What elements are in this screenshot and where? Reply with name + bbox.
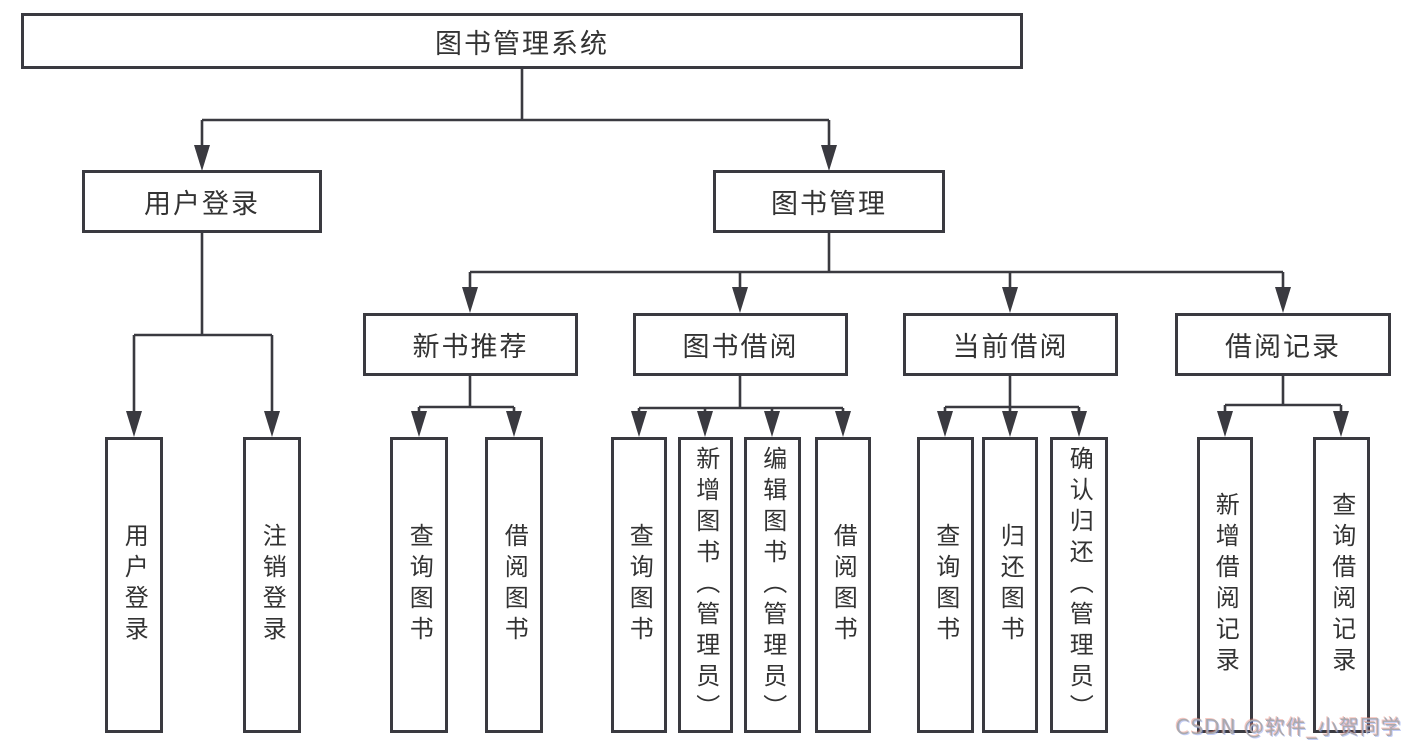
node-library-management-system: 图书管理系统: [21, 13, 1023, 69]
arrowhead-icon: [821, 145, 837, 171]
leaf-confirm-return-admin: 确认归还（管理员）: [1050, 437, 1108, 733]
node-label: 借阅记录: [1225, 332, 1341, 363]
node-label: 确认归还（管理员）: [1065, 445, 1094, 725]
node-label: 查询借阅记录: [1327, 492, 1356, 678]
arrowhead-icon: [462, 287, 478, 313]
leaf-user-login: 用户登录: [105, 437, 163, 733]
edge-root-to-level2: [194, 69, 837, 171]
edge-borrow-record-to-leaves: [1217, 376, 1349, 437]
leaf-borrow-books-recommend: 借阅图书: [485, 437, 543, 733]
node-book-borrowing: 图书借阅: [633, 313, 848, 376]
edge-book-mgmt-to-level3: [462, 233, 1291, 313]
node-label: 查询图书: [405, 523, 434, 647]
arrowhead-icon: [764, 411, 780, 437]
arrowhead-icon: [264, 411, 280, 437]
arrowhead-icon: [506, 411, 522, 437]
node-label: 图书借阅: [682, 332, 799, 363]
node-label: 查询图书: [931, 523, 960, 647]
arrowhead-icon: [194, 145, 210, 171]
arrowhead-icon: [697, 411, 713, 437]
arrowhead-icon: [835, 411, 851, 437]
arrowhead-icon: [1002, 411, 1018, 437]
node-label: 借阅图书: [500, 523, 529, 647]
node-label: 查询图书: [625, 523, 654, 647]
node-label: 注销登录: [258, 523, 287, 647]
leaf-query-books-current: 查询图书: [917, 437, 974, 733]
node-label: 编辑图书（管理员）: [758, 445, 787, 725]
node-label: 图书管理系统: [435, 28, 609, 60]
node-label: 归还图书: [996, 523, 1025, 647]
node-label: 新增图书（管理员）: [691, 445, 720, 725]
node-label: 新书推荐: [412, 332, 529, 363]
node-book-management: 图书管理: [713, 170, 945, 233]
csdn-watermark: CSDN @软件_小贺同学: [1175, 715, 1402, 739]
edge-current-borrow-to-leaves: [937, 376, 1087, 437]
node-label: 当前借阅: [952, 332, 1069, 363]
arrowhead-icon: [1333, 411, 1349, 437]
node-label: 用户登录: [120, 523, 149, 647]
node-user-login: 用户登录: [82, 170, 322, 233]
leaf-query-books-borrowing: 查询图书: [611, 437, 667, 733]
leaf-borrow-books: 借阅图书: [815, 437, 871, 733]
node-label: 用户登录: [144, 189, 260, 220]
leaf-query-books-recommend: 查询图书: [390, 437, 448, 733]
arrowhead-icon: [1002, 287, 1018, 313]
node-label: 借阅图书: [829, 523, 858, 647]
leaf-logout: 注销登录: [243, 437, 301, 733]
arrowhead-icon: [1275, 287, 1291, 313]
leaf-add-books-admin: 新增图书（管理员）: [678, 437, 733, 733]
leaf-query-borrow-record: 查询借阅记录: [1313, 437, 1370, 733]
arrowhead-icon: [411, 411, 427, 437]
arrowhead-icon: [1071, 411, 1087, 437]
leaf-return-books: 归还图书: [982, 437, 1038, 733]
node-label: 图书管理: [771, 189, 887, 220]
arrowhead-icon: [126, 411, 142, 437]
edge-user-login-to-leaves: [126, 233, 280, 437]
node-new-book-recommendation: 新书推荐: [363, 313, 578, 376]
leaf-edit-books-admin: 编辑图书（管理员）: [744, 437, 801, 733]
arrowhead-icon: [937, 411, 953, 437]
node-current-borrowing: 当前借阅: [903, 313, 1118, 376]
arrowhead-icon: [1217, 411, 1233, 437]
node-borrowing-records: 借阅记录: [1175, 313, 1391, 376]
node-label: 新增借阅记录: [1211, 492, 1240, 678]
edge-new-book-rec-to-leaves: [411, 376, 522, 437]
arrowhead-icon: [732, 287, 748, 313]
edge-book-borrow-to-leaves: [631, 376, 851, 437]
leaf-add-borrow-record: 新增借阅记录: [1197, 437, 1253, 733]
arrowhead-icon: [631, 411, 647, 437]
